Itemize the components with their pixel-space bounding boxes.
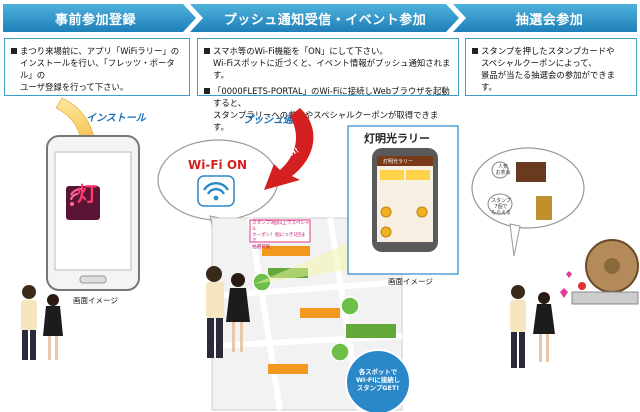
woman-figure — [43, 294, 63, 360]
install-label: インストール — [86, 113, 146, 124]
step3-line: 景品が当たる抽選会の参加ができます。 — [481, 70, 615, 92]
header-step2: プッシュ通知受信・イベント参加 — [223, 12, 427, 28]
step2-line: スタンプラリーへの参加やスペシャルクーポンが取得できます。 — [213, 110, 439, 132]
prize-jar — [536, 196, 552, 220]
header-arrow-2 — [190, 4, 459, 32]
wifi-on-label: Wi-Fi ON — [188, 158, 248, 172]
header-arrow-1 — [3, 4, 196, 32]
step1-box: まつり来場前に、アプリ「WiFiラリー」の インストールを行い、「フレッツ・ポー… — [4, 38, 190, 96]
push-arrow — [264, 108, 314, 190]
step3-line: スタンプを押したスタンプカードや — [481, 46, 615, 56]
step2-box: スマホ等のWi-Fi機能を「ON」にして下さい。 Wi-Fiスポットに近づくと、… — [197, 38, 459, 132]
man-figure — [21, 285, 37, 360]
column2-art — [157, 108, 459, 412]
screen-image-caption-1: 画面イメージ — [73, 296, 118, 305]
app-icon-glyph: 灯 — [77, 182, 97, 206]
header-arrow-3 — [453, 4, 637, 32]
step2-line: 「0000FLETS-PORTAL」のWi-Fiに接続しWebブラウザを起動する… — [213, 86, 450, 108]
bubble3-text-b: スタンプ 7個で もらえる — [491, 198, 511, 216]
coupon-note — [249, 219, 311, 243]
prize-bubble — [471, 147, 585, 229]
step2-line: スマホ等のWi-Fi機能を「ON」にして下さい。 — [213, 46, 388, 56]
bubble3-text-a: 人気 お茶会 — [495, 164, 511, 176]
column3-art — [471, 147, 639, 368]
phone2-app-title: 灯明光ラリー — [383, 159, 414, 165]
step2-line: Wi-Fiスポットに近づくと、イベント情報がプッシュ通知されます。 — [213, 58, 451, 80]
screen-image-caption-2: 画面イメージ — [388, 277, 433, 286]
coupon-note-text: スタンプ3個以上でスペシャル クーポン！個につき1回まで 抽選可能 — [252, 221, 310, 250]
push-label: プッシュ通知 — [243, 115, 303, 126]
step1-line: ユーザ登録を行って下さい。 — [20, 82, 129, 92]
spot-bubble — [345, 349, 411, 412]
rally-title: 灯明光ラリー — [364, 132, 430, 145]
step3-line: スペシャルクーポンによって、 — [481, 58, 597, 68]
prize-box — [516, 162, 546, 182]
column1-art — [21, 97, 140, 360]
header-step1: 事前参加登録 — [54, 12, 136, 28]
spot-bubble-text: 各スポットで Wi-Fiに接続し スタンプGET! — [355, 368, 400, 392]
header-arrows — [3, 4, 637, 32]
couple-figures-2 — [206, 266, 250, 358]
phone-home-button — [79, 275, 107, 284]
step1-line: まつり来場前に、アプリ「WiFiラリー」の — [20, 46, 180, 56]
step3-box: スタンプを押したスタンプカードや スペシャルクーポンによって、 景品が当たる抽選… — [465, 38, 637, 96]
step1-line: インストールを行い、「フレッツ・ポータル」の — [20, 58, 175, 80]
couple-figures-3 — [510, 271, 572, 368]
wifi-icon — [197, 175, 235, 207]
header-step3: 抽選会参加 — [515, 12, 584, 28]
